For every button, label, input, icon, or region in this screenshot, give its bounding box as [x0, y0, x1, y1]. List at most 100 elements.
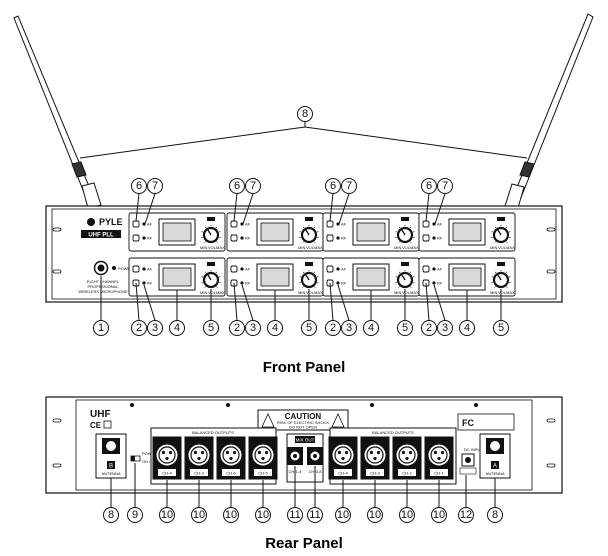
rear-panel: UHF CE B ANTENNA POWER ON / OFF CAUTION …: [45, 396, 563, 494]
left-antenna: [13, 15, 102, 209]
callout-4-number: 4: [174, 322, 180, 334]
right-antenna: [504, 13, 594, 209]
callout-3: 3: [337, 284, 357, 336]
rf-led-icon: [142, 281, 146, 285]
callout-4-number: 4: [464, 322, 470, 334]
lcd-display: [356, 222, 386, 242]
callout-5: 5: [493, 289, 509, 336]
lcd-display: [260, 222, 290, 242]
channel-button-upper[interactable]: [132, 220, 140, 228]
rear-connectors: CH-4CH-3CH-6CH-5CH-4CH-3CH-2CH-1CH-1-4CH…: [152, 436, 454, 480]
channel-button-upper[interactable]: [326, 265, 334, 273]
rear-callout: 10: [159, 480, 175, 523]
knob-vol-label: VOL: [498, 290, 507, 295]
rear-callout-number: 10: [433, 509, 445, 521]
front-power-label: POWER: [118, 266, 133, 271]
channel-button-lower[interactable]: [422, 234, 430, 242]
channel-button-lower[interactable]: [230, 234, 238, 242]
channel-button-upper[interactable]: [422, 220, 430, 228]
callout-antennas: 8: [79, 106, 528, 159]
af-led-label: AF: [437, 222, 443, 227]
rf-led-label: RF: [437, 281, 443, 286]
rear-callout-number: 9: [132, 509, 138, 521]
callout-7-number: 7: [152, 180, 158, 192]
xlr-output-right-4[interactable]: CH-1: [424, 436, 454, 480]
xlr-output-right-3-label: CH-2: [402, 471, 412, 476]
antenna-b-jack[interactable]: [106, 441, 116, 451]
callout-2: 2: [421, 282, 437, 336]
callout-3: 3: [143, 284, 163, 336]
callout-7-number: 7: [250, 180, 256, 192]
lcd-display: [162, 222, 192, 242]
warning-triangle-left-icon: [261, 413, 275, 428]
channel-button-upper[interactable]: [132, 265, 140, 273]
lcd-display: [260, 267, 290, 287]
callout-7: 7: [144, 178, 163, 225]
af-led-label: AF: [341, 222, 347, 227]
knob-max-label: MAX: [314, 245, 323, 250]
caution-line-2: DO NOT OPEN: [289, 425, 317, 430]
warning-triangle-right-icon: [331, 413, 345, 428]
callout-6: 6: [229, 178, 245, 222]
xlr-output-left-2[interactable]: CH-3: [184, 436, 214, 480]
system-text-3: WIRELESS MICROPHONE: [78, 289, 128, 294]
rf-led-icon: [240, 281, 244, 285]
channel-button-lower[interactable]: [326, 234, 334, 242]
callout-5-number: 5: [306, 322, 312, 334]
callout-2-number: 2: [426, 322, 432, 334]
pyle-logo-icon: [87, 218, 95, 226]
antenna-a-label: ANTENNA: [485, 471, 504, 476]
rf-led-icon: [240, 236, 244, 240]
callout-7-number: 7: [346, 180, 352, 192]
antenna-a-jack[interactable]: [490, 441, 500, 451]
rear-callout: 8: [103, 478, 119, 523]
fcc-logo-icon: FC: [462, 418, 474, 428]
callout-6: 6: [131, 178, 147, 222]
rear-callout: 12: [458, 475, 474, 523]
knob-min-label: MIN: [490, 245, 497, 250]
rear-panel-title: Rear Panel: [265, 535, 343, 552]
rear-callout-number: 11: [289, 509, 300, 521]
caution-line-1: RISK OF ELECTRIC SHOCK: [277, 420, 330, 425]
uhf-pll-badge: [81, 230, 121, 238]
rf-led-label: RF: [437, 236, 443, 241]
channel-button-upper[interactable]: [230, 265, 238, 273]
callout-4: 4: [169, 290, 185, 336]
channel-button-upper[interactable]: [230, 220, 238, 228]
xlr-output-left-4[interactable]: CH-5: [248, 436, 278, 480]
antenna-b-label: ANTENNA: [101, 471, 120, 476]
xlr-output-right-1[interactable]: CH-4: [328, 436, 358, 480]
channel-button-lower[interactable]: [132, 234, 140, 242]
rear-callout-number: 10: [337, 509, 349, 521]
callout-2-number: 2: [234, 322, 240, 334]
knob-max-label: MAX: [314, 290, 323, 295]
callout-4: 4: [459, 290, 475, 336]
rf-led-label: RF: [147, 236, 153, 241]
channel-button-upper[interactable]: [422, 265, 430, 273]
callout-2: 2: [131, 282, 147, 336]
mix-out-label: MIX OUT: [296, 438, 315, 443]
xlr-output-left-1[interactable]: CH-4: [152, 436, 182, 480]
callout-5-number: 5: [208, 322, 214, 334]
knob-vol-label: VOL: [208, 245, 217, 250]
channel-button-upper[interactable]: [326, 220, 334, 228]
callout-7-number: 7: [442, 180, 448, 192]
fcc-label-plate: [457, 413, 515, 431]
xlr-output-left-3[interactable]: CH-6: [216, 436, 246, 480]
callout-5-number: 5: [498, 322, 504, 334]
rf-led-label: RF: [341, 236, 347, 241]
callout-8-antenna: 8: [302, 108, 308, 120]
af-led-icon: [240, 267, 244, 271]
xlr-output-right-2[interactable]: CH-3: [360, 436, 390, 480]
knob-min-label: MIN: [394, 290, 401, 295]
rear-callout: 8: [487, 478, 503, 523]
callout-3-number: 3: [442, 322, 448, 334]
uhf-pll-badge-text: UHF PLL: [88, 233, 114, 239]
rf-led-icon: [432, 236, 436, 240]
xlr-output-right-3[interactable]: CH-2: [392, 436, 422, 480]
